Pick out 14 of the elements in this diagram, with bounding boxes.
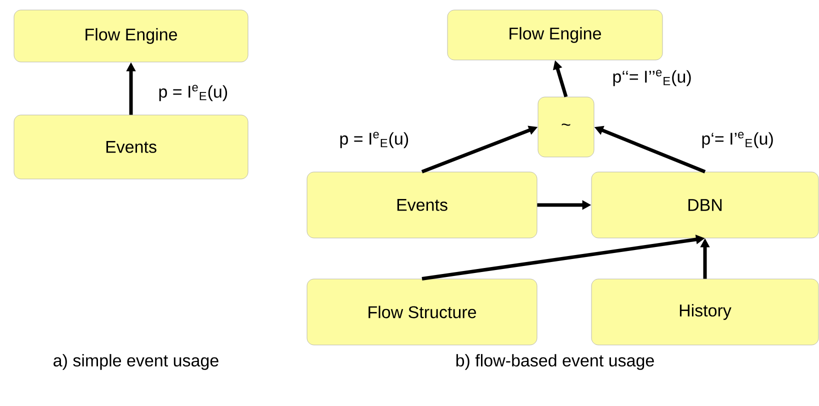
process-box: Flow Engine: [14, 10, 248, 62]
edge-label: p = I$^{e}$$_{E}$(u): [340, 132, 408, 148]
edge-label: p‘= I’$^{e}$$_{E}$(u): [702, 132, 773, 148]
process-box: Events: [14, 114, 248, 180]
edge-label: p = I$^{e}$$_{E}$(u): [159, 84, 228, 102]
process-box: History: [591, 278, 819, 346]
caption: b) flow-based event usage: [456, 354, 654, 370]
edge-label: p‘‘= I’’$^{e}$$_{E}$(u): [613, 70, 691, 86]
process-box: Flow Structure: [306, 278, 538, 346]
caption: a) simple event usage: [54, 354, 218, 370]
process-box: Flow Engine: [447, 10, 663, 60]
process-box: Events: [306, 172, 538, 238]
process-box: DBN: [591, 172, 819, 238]
process-box: ~: [538, 96, 594, 158]
